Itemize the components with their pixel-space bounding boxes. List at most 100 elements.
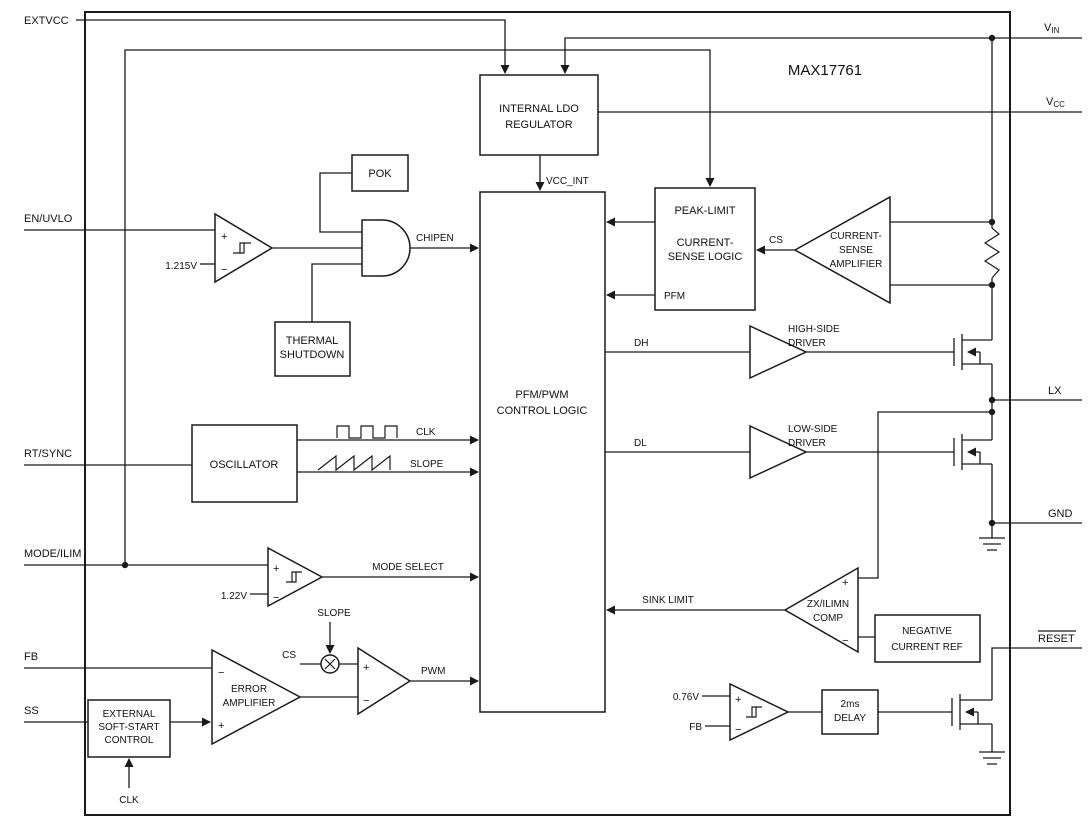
comparator-zx-ilimn: ZX/ILIMN COMP + − xyxy=(783,566,859,654)
and-gate-icon xyxy=(361,219,411,277)
reset-plus-sign: + xyxy=(735,694,741,706)
negref-label-2: CURRENT REF xyxy=(891,642,962,653)
vcc-int-label: VCC_INT xyxy=(546,176,589,187)
mode-select-label: MODE SELECT xyxy=(372,562,444,573)
pwm-plus-sign: + xyxy=(363,662,369,674)
clk-softstart-label: CLK xyxy=(119,795,139,806)
mode-minus-sign: − xyxy=(273,592,279,604)
wire-csa-input-top xyxy=(890,218,996,226)
block-internal-ldo: INTERNAL LDO REGULATOR xyxy=(479,74,599,156)
mode-threshold-label: 1.22V xyxy=(221,591,247,602)
multiplier-icon xyxy=(320,654,340,674)
ls-driver-label-2: DRIVER xyxy=(788,438,826,449)
ls-driver-label-1: LOW-SIDE xyxy=(788,424,838,435)
block-oscillator: OSCILLATOR xyxy=(191,424,298,503)
ground-icon-power xyxy=(979,537,1005,551)
signal-labels: CHIPEN VCC_INT CS DH DL CLK SLOPE MODE S… xyxy=(119,176,783,806)
dl-label: DL xyxy=(634,438,647,449)
cs-label: CS xyxy=(769,235,783,246)
comparator-en-uvlo: + − xyxy=(214,212,274,284)
block-negative-current-ref: NEGATIVE CURRENT REF xyxy=(874,614,981,663)
peak-label-3: SENSE LOGIC xyxy=(668,251,743,263)
ground-icon-reset xyxy=(979,751,1005,765)
reset-minus-sign: − xyxy=(735,724,741,736)
delay-label-1: 2ms xyxy=(841,699,860,710)
pin-en-uvlo: EN/UVLO xyxy=(24,213,73,225)
sink-limit-label: SINK LIMIT xyxy=(642,595,694,606)
thermal-label-2: SHUTDOWN xyxy=(280,349,345,361)
control-label-1: PFM/PWM xyxy=(515,389,568,401)
clk-label: CLK xyxy=(416,427,436,438)
block-control-logic: PFM/PWM CONTROL LOGIC xyxy=(479,191,606,713)
hysteresis-icon xyxy=(233,242,251,254)
mosfet-icon-high-side xyxy=(953,334,992,370)
pin-reset: RESET xyxy=(1038,630,1076,645)
pin-lx: LX xyxy=(1048,385,1062,397)
softstart-label-2: SOFT-START xyxy=(98,722,159,733)
pin-rt-sync: RT/SYNC xyxy=(24,448,72,460)
slope-mult-label: SLOPE xyxy=(317,608,351,619)
wire-gnd-rail xyxy=(988,464,996,538)
csa-label-1: CURRENT- xyxy=(830,231,882,242)
block-thermal-shutdown: THERMAL SHUTDOWN xyxy=(274,321,351,377)
mode-plus-sign: + xyxy=(273,563,279,575)
mosfet-icon-reset xyxy=(951,694,992,730)
zx-plus-sign: + xyxy=(842,577,848,589)
csa-label-2: SENSE xyxy=(839,245,873,256)
driver-low-side: LOW-SIDE DRIVER xyxy=(749,424,838,480)
csa-label-3: AMPLIFIER xyxy=(830,259,883,270)
wire-extvcc xyxy=(76,19,510,74)
blocks: INTERNAL LDO REGULATOR POK THERMAL SHUTD… xyxy=(87,74,981,758)
pin-reset-label: RESET xyxy=(1038,633,1075,645)
softstart-label-1: EXTERNAL xyxy=(103,709,156,720)
hs-driver-label-1: HIGH-SIDE xyxy=(788,324,840,335)
en-plus-sign: + xyxy=(221,231,227,243)
zx-label-2: COMP xyxy=(813,613,843,624)
comparator-reset: + − xyxy=(729,682,790,742)
mosfet-icon-low-side xyxy=(953,434,992,470)
resistor-icon xyxy=(983,227,1001,279)
chip-boundary xyxy=(84,11,1011,816)
block-peak-limit-logic: PEAK-LIMIT CURRENT- SENSE LOGIC PFM xyxy=(654,187,756,311)
analog-elements: + − 1.215V CURRENT- SENSE AMPLIFIER HIGH… xyxy=(165,195,891,746)
pok-label: POK xyxy=(368,168,392,180)
wire-thermal-to-and xyxy=(311,263,362,322)
pin-fb: FB xyxy=(24,651,38,663)
pin-vin: VIN xyxy=(1044,22,1060,35)
erramp-plus-sign: + xyxy=(218,720,224,732)
sawtooth-waveform-icon xyxy=(317,454,391,472)
oscillator-label: OSCILLATOR xyxy=(210,459,279,471)
wire-reset-pin xyxy=(991,647,1082,752)
hysteresis-icon xyxy=(746,706,762,718)
dh-label: DH xyxy=(634,338,648,349)
devices xyxy=(317,219,1005,765)
driver-high-side: HIGH-SIDE DRIVER xyxy=(749,324,840,380)
softstart-label-3: CONTROL xyxy=(105,735,154,746)
reset-threshold-label: 0.76V xyxy=(673,692,699,703)
amplifier-current-sense: CURRENT- SENSE AMPLIFIER xyxy=(793,195,891,305)
negref-label-1: NEGATIVE xyxy=(902,626,952,637)
amplifier-error: − + ERROR AMPLIFIER xyxy=(211,648,302,746)
block-pok: POK xyxy=(351,154,409,192)
pwm-minus-sign: − xyxy=(363,695,369,707)
control-label-2: CONTROL LOGIC xyxy=(497,405,588,417)
fb-reset-label: FB xyxy=(689,722,702,733)
wires xyxy=(24,19,1082,788)
hysteresis-icon xyxy=(286,571,302,583)
wire-pok-to-and xyxy=(319,172,362,233)
peak-label-2: CURRENT- xyxy=(677,237,734,249)
peak-label-1: PEAK-LIMIT xyxy=(674,205,735,217)
zx-label-1: ZX/ILIMN xyxy=(807,599,849,610)
clock-waveform-icon xyxy=(336,425,398,439)
pin-mode-ilim: MODE/ILIM xyxy=(24,548,81,560)
erramp-minus-sign: − xyxy=(218,667,224,679)
thermal-label-1: THERMAL xyxy=(286,335,339,347)
ldo-label-2: REGULATOR xyxy=(505,119,572,131)
pin-vcc: VCC xyxy=(1046,96,1065,109)
slope-label: SLOPE xyxy=(410,459,444,470)
wire-switch-node xyxy=(988,364,996,440)
pin-ss: SS xyxy=(24,705,39,717)
chip-title: MAX17761 xyxy=(788,62,862,79)
